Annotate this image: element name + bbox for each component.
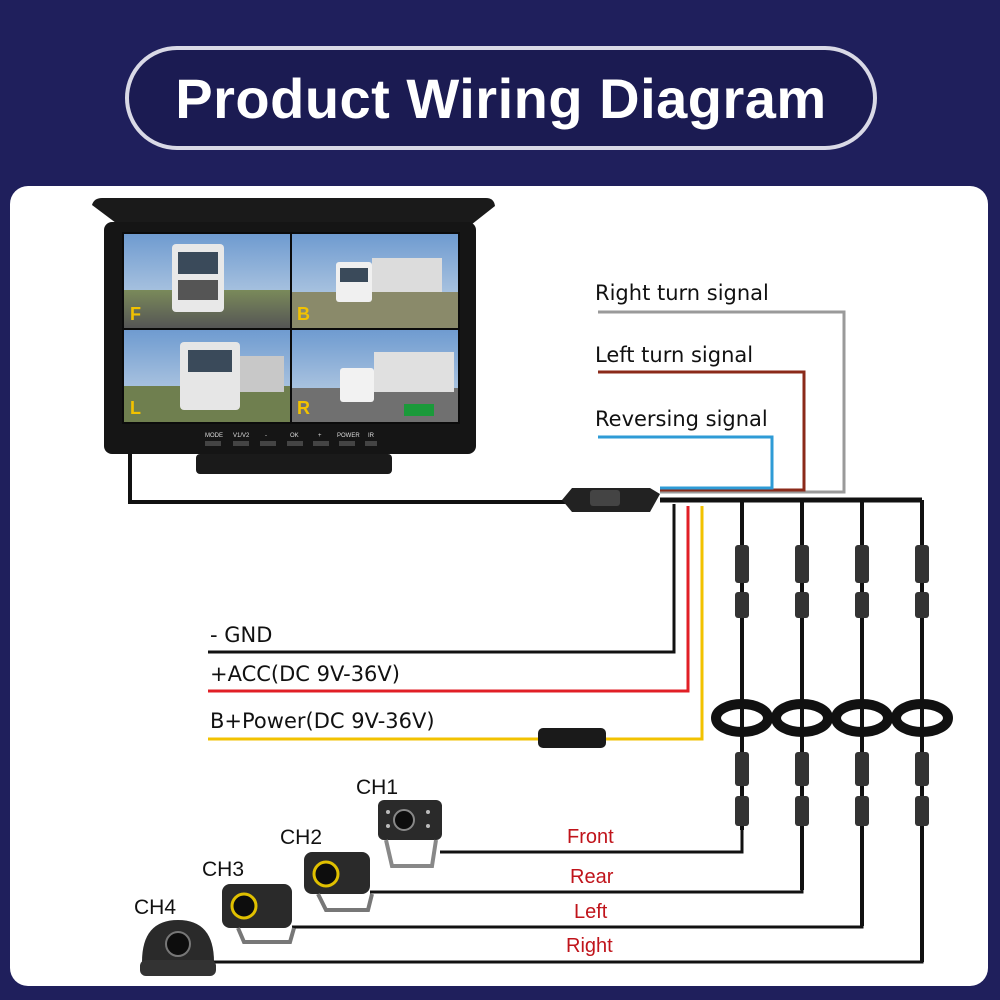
right-turn-wire (598, 310, 846, 494)
title-banner: Product Wiring Diagram (125, 46, 877, 150)
monitor-stand (196, 454, 392, 474)
right-turn-signal-label: Right turn signal (595, 281, 769, 305)
mode-button-label: MODE (205, 433, 223, 439)
minus-button-label: - (265, 433, 267, 439)
front-label: Front (567, 826, 614, 848)
power-wire (208, 506, 704, 741)
ch1-label: CH1 (356, 776, 398, 799)
camera-ch1: CH1 (356, 776, 442, 868)
screen-quadrant-back: B (292, 234, 458, 328)
plus-button-label: + (318, 433, 322, 439)
gnd-wire (208, 504, 676, 654)
v1v2-button-label: V1/V2 (233, 433, 250, 439)
left-label: Left (574, 901, 608, 923)
quadrant-label-f: F (130, 304, 141, 324)
power-button-label: POWER (337, 433, 360, 439)
ch3-label: CH3 (202, 858, 244, 881)
quadrant-label-l: L (130, 398, 141, 418)
page-title: Product Wiring Diagram (175, 66, 827, 130)
camera-ch4: CH4 (134, 896, 216, 976)
ir-button-label: IR (368, 433, 375, 439)
acc-wire (208, 506, 690, 693)
monitor-cable (128, 454, 570, 504)
camera-ch3: CH3 (202, 858, 296, 944)
extension-channel-1 (711, 500, 773, 830)
bpower-label: B+Power(DC 9V-36V) (210, 709, 435, 733)
quadrant-label-r: R (297, 398, 310, 418)
ok-button-label: OK (290, 433, 299, 439)
reversing-signal-label: Reversing signal (595, 407, 768, 431)
rear-label: Rear (570, 866, 614, 888)
screen-quadrant-front: F (124, 234, 290, 328)
signal-wires: Right turn signal Left turn signal Rever… (595, 281, 846, 494)
monitor-buttons[interactable]: MODE V1/V2 - OK + POWER IR (205, 433, 377, 446)
left-turn-wire (598, 370, 806, 492)
quadrant-label-b: B (297, 304, 310, 324)
camera-wires: Front Rear Left Right (210, 826, 924, 964)
gnd-label: - GND (210, 623, 272, 647)
acc-label: +ACC(DC 9V-36V) (210, 662, 400, 686)
right-label: Right (566, 935, 613, 957)
extension-channel-2 (771, 500, 833, 890)
monitor: F B L R MOD (92, 198, 495, 474)
camera-ch2: CH2 (280, 826, 374, 912)
screen-quadrant-left: L (124, 330, 290, 422)
power-wires: - GND +ACC(DC 9V-36V) B+Power(DC 9V-36V) (208, 504, 704, 748)
ch4-label: CH4 (134, 896, 176, 919)
screen-quadrant-right: R (292, 330, 458, 422)
left-turn-signal-label: Left turn signal (595, 343, 753, 367)
reversing-wire (598, 435, 774, 490)
ch2-label: CH2 (280, 826, 322, 849)
fuse-holder (538, 728, 606, 748)
